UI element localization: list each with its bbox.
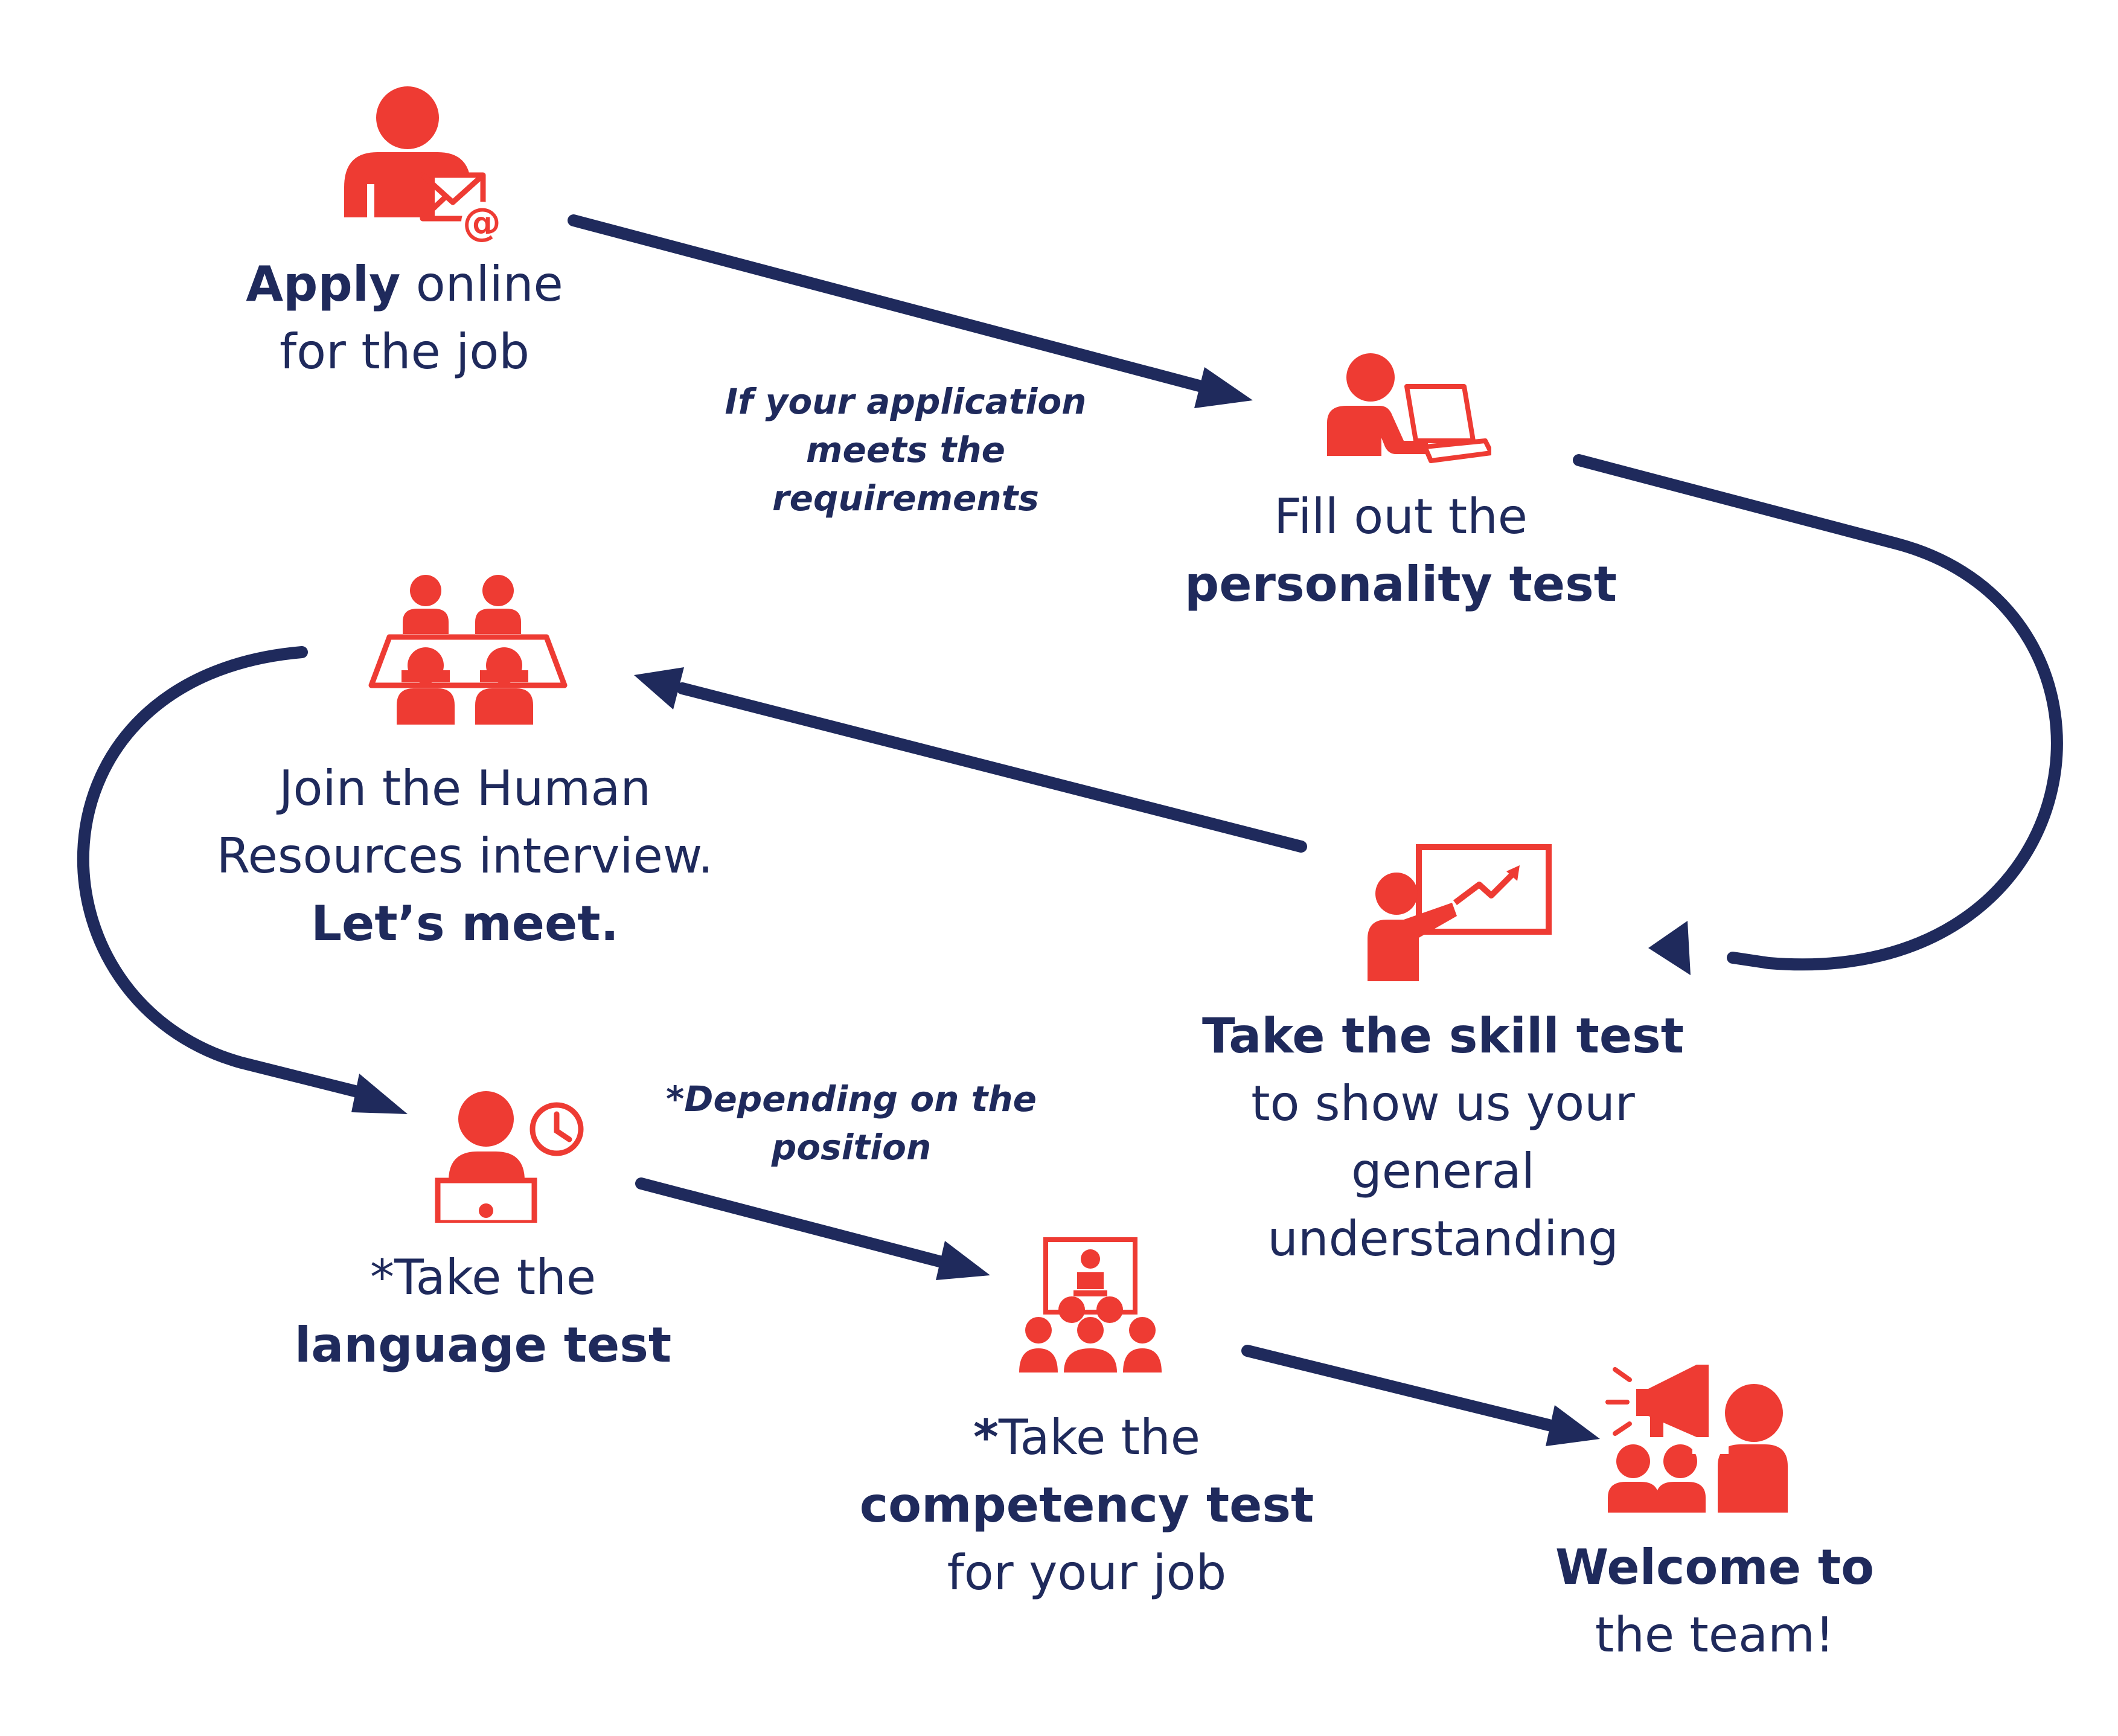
step-language-line1: *Take the: [370, 1249, 597, 1305]
step-competency-line3: for your job: [947, 1545, 1227, 1601]
step-welcome-line2: the team!: [1595, 1607, 1835, 1663]
arrow-apply-to-personality: [568, 214, 1208, 392]
note-position: *Depending on the position: [658, 1075, 1045, 1171]
note-application-line1: If your application: [725, 381, 1087, 422]
arrow-personality-to-skill: [1573, 454, 2063, 971]
arrow-skill-to-interview: [676, 682, 1307, 853]
step-skill-line4: understanding: [1267, 1211, 1619, 1267]
step-welcome-line1: Welcome to: [1555, 1539, 1875, 1595]
person-mail-icon: @: [344, 86, 502, 245]
step-interview-line1: Join the Human: [278, 760, 651, 816]
step-personality-line1: Fill out the: [1273, 488, 1528, 545]
step-personality-line2: personality test: [1185, 556, 1617, 612]
note-position-line2: position: [771, 1127, 932, 1168]
step-skill-line2: to show us your: [1251, 1075, 1635, 1132]
step-skill-line1: Take the skill test: [1201, 1008, 1684, 1064]
person-clock-icon: [435, 1091, 584, 1223]
megaphone-team-icon: [1605, 1365, 1788, 1513]
person-laptop-icon: [1327, 353, 1491, 463]
step-skill: Take the skill test to show us your gene…: [1183, 1002, 1703, 1273]
step-interview-line3: Let’s meet.: [311, 895, 619, 952]
step-welcome: Welcome to the team!: [1521, 1534, 1908, 1669]
step-language: *Take the language test: [290, 1244, 676, 1379]
step-competency: *Take the competency test for your job: [851, 1404, 1322, 1607]
svg-text:@: @: [462, 200, 501, 245]
arrowhead-5: [936, 1241, 990, 1280]
meeting-table-icon: [368, 575, 568, 725]
step-apply-line2: for the job: [279, 324, 530, 380]
step-language-line2: language test: [294, 1317, 672, 1373]
arrowhead-2: [1648, 921, 1691, 975]
note-application: If your application meets the requiremen…: [706, 377, 1105, 522]
arrowhead-3: [634, 667, 684, 709]
arrow-interview-to-language: [77, 646, 368, 1099]
step-competency-line2: competency test: [859, 1477, 1314, 1533]
arrowhead-4: [351, 1074, 408, 1114]
step-interview: Join the Human Resources interview. Let’…: [199, 755, 731, 958]
step-personality: Fill out the personality test: [1183, 483, 1618, 618]
arrow-competency-to-welcome: [1241, 1345, 1555, 1431]
step-interview-line2: Resources interview.: [216, 828, 714, 884]
note-position-line1: *Depending on the: [665, 1078, 1037, 1119]
arrow-language-to-competency: [635, 1177, 948, 1268]
audience-screen-icon: [1019, 1237, 1162, 1372]
note-application-line3: requirements: [772, 478, 1039, 519]
step-skill-line3: general: [1351, 1143, 1535, 1199]
step-apply: Apply online for the job: [229, 251, 580, 386]
note-application-line2: meets the: [806, 429, 1005, 470]
arrowhead-6: [1546, 1405, 1600, 1446]
step-competency-line1: *Take the: [973, 1409, 1200, 1465]
arrowhead-1: [1194, 367, 1253, 408]
presenter-chart-icon: [1368, 844, 1552, 981]
step-apply-line1: Apply online: [246, 256, 563, 312]
